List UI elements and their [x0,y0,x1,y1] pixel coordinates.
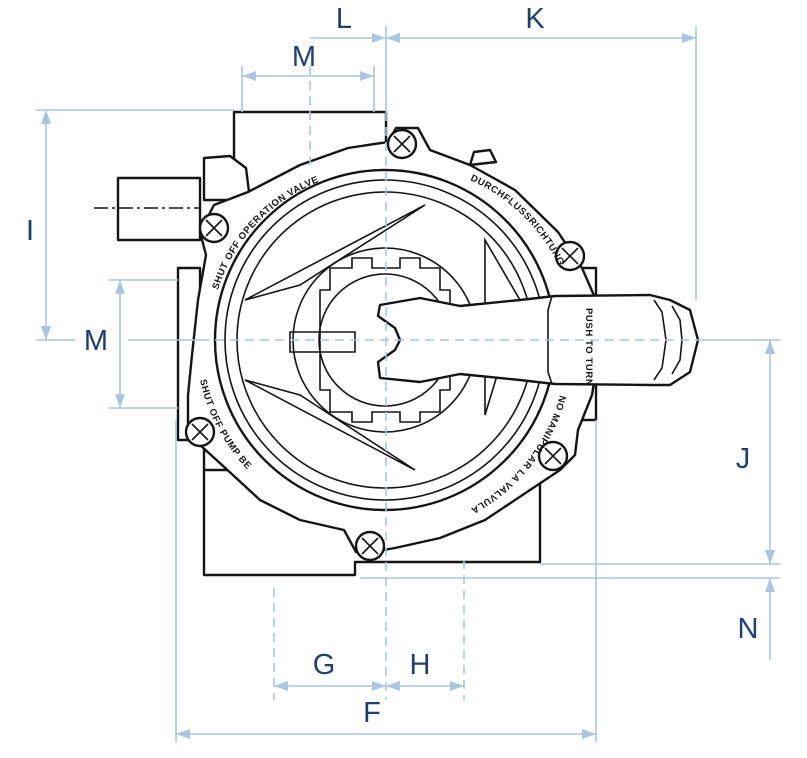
label-H: H [410,649,431,681]
screw-boss-right [554,240,586,272]
dimension-labels: L K M I M J N G H F [26,3,759,729]
handle-neck [547,295,553,385]
label-G: G [313,649,336,681]
label-K: K [525,3,545,35]
label-J: J [736,443,751,475]
label-N: N [738,613,759,645]
valve-cap [468,148,498,167]
valve-drawing: SHUT OFF OPERATION VALVE SHUT OFF PUMP B… [0,0,700,577]
dimension-lines [36,26,780,742]
label-M-top: M [292,41,316,73]
screw-boss-bottom [354,530,386,562]
handle-text: PUSH TO TURN [583,308,594,386]
left-pipe [116,176,202,242]
label-M-left: M [84,325,108,357]
screw-boss-bottom-right [537,440,569,472]
label-L: L [336,3,352,35]
rib-top [244,204,426,301]
screw-boss-bottom-left [184,416,216,448]
screw-boss-left [198,212,230,244]
rib-bottom [244,379,416,471]
screw-boss-top [386,128,418,160]
indicator-tab [289,331,356,353]
label-F: F [363,697,381,729]
valve-left-boss [202,154,252,202]
hub-notched-ring [319,257,451,423]
label-I: I [26,215,34,247]
